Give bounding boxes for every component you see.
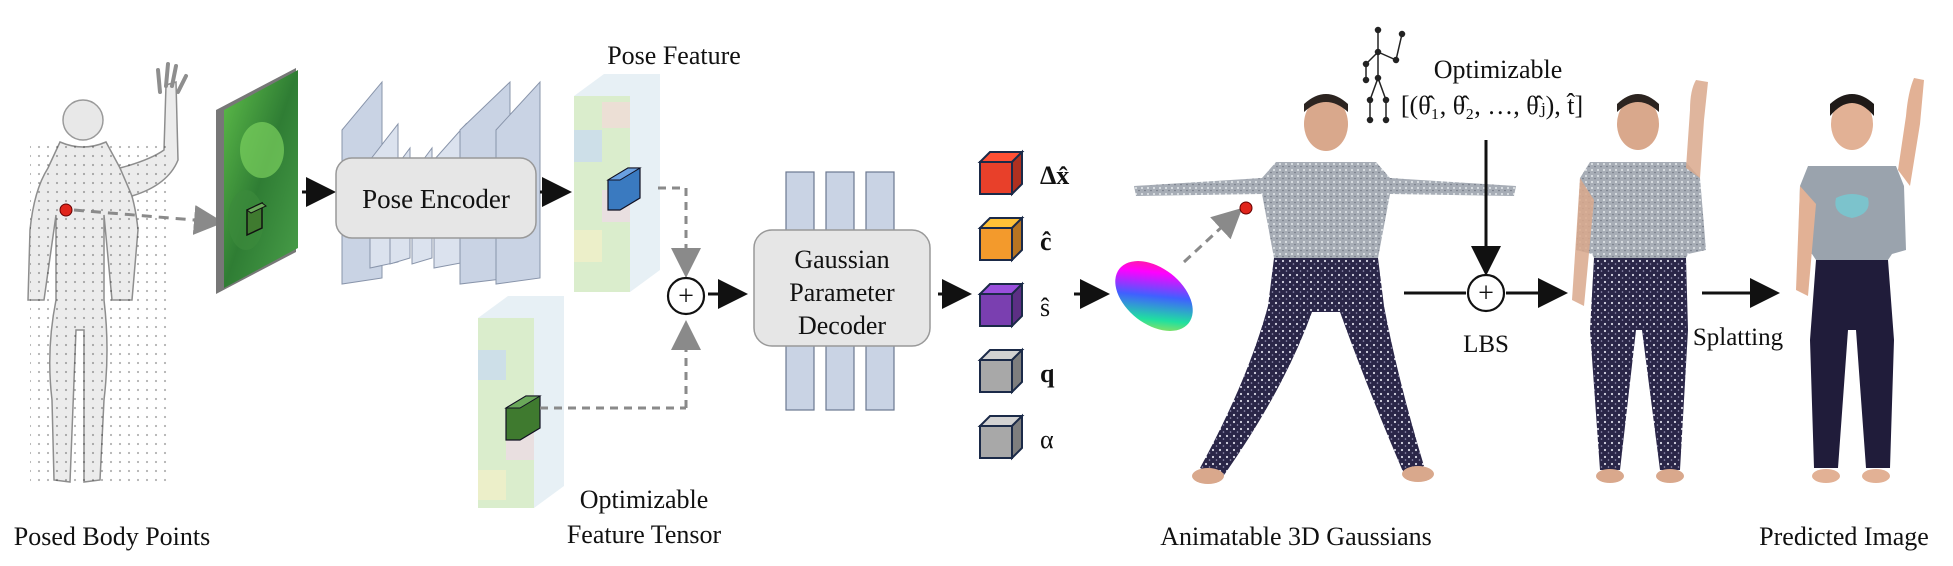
highlight-point: [1239, 201, 1253, 215]
decoder-label-line1: Gaussian: [794, 245, 889, 274]
gaussian-parameter-decoder: Gaussian Parameter Decoder: [753, 171, 931, 411]
animatable-gaussians-label: Animatable 3D Gaussians: [1160, 522, 1432, 551]
parameter-cube-side: [1011, 281, 1023, 329]
lbs-node: +: [1466, 273, 1506, 313]
optimizable-feature-tensor-label-2: Feature Tensor: [567, 520, 722, 549]
parameter-symbol: q: [1040, 359, 1055, 388]
parameter-cube-side: [1011, 413, 1023, 461]
decoder-label-line2: Parameter: [789, 278, 895, 307]
pose-feature-label: Pose Feature: [607, 41, 741, 70]
pose-feature-tensor: [574, 74, 660, 292]
plus-symbol: +: [678, 281, 694, 312]
posed-body-points-label: Posed Body Points: [14, 522, 211, 551]
skeleton-icon: [1362, 26, 1406, 124]
optimizable-feature-tensor-label-1: Optimizable: [580, 485, 709, 514]
gaussian-parameter-item: Δx̂: [977, 149, 1069, 197]
predicted-image-figure: [1796, 78, 1924, 483]
parameter-symbol: ĉ: [1040, 227, 1052, 256]
parameter-cube: [979, 161, 1013, 195]
predicted-image-label: Predicted Image: [1759, 522, 1929, 551]
parameter-cube: [979, 293, 1013, 327]
parameter-cube: [979, 227, 1013, 261]
sum-node: +: [666, 276, 706, 316]
splatting-label: Splatting: [1693, 324, 1784, 351]
decoder-label-line3: Decoder: [798, 311, 886, 340]
gaussian-parameter-item: α: [977, 413, 1054, 461]
dashed-arrow: [73, 205, 224, 235]
posed-body-figure: [27, 62, 188, 485]
optimizable-pose-label: Optimizable: [1434, 55, 1563, 84]
parameter-symbol: Δx̂: [1040, 161, 1069, 190]
feature-map: [216, 68, 298, 294]
pose-encoder: Pose Encoder: [335, 80, 541, 285]
plus-symbol: +: [1478, 278, 1494, 309]
lbs-label: LBS: [1463, 331, 1509, 358]
gaussian-ellipse: [1115, 261, 1193, 331]
parameter-cube: [979, 359, 1013, 393]
gaussian-parameter-list: Δx̂ ĉ ŝ q α: [977, 149, 1069, 461]
pose-params-formula: [(θ̂₁, θ̂₂, …, θ̂ⱼ), t̂]: [1401, 91, 1583, 120]
parameter-cube-side: [1011, 347, 1023, 395]
parameter-symbol: ŝ: [1040, 293, 1050, 322]
parameter-cube: [979, 425, 1013, 459]
gaussian-parameter-item: ŝ: [977, 281, 1050, 329]
pose-encoder-label: Pose Encoder: [362, 184, 510, 214]
parameter-cube-side: [1011, 215, 1023, 263]
posed-gaussians-figure: [1572, 80, 1708, 483]
animatable-gaussians-figure: [1134, 94, 1516, 484]
highlight-point: [59, 203, 73, 217]
gaussian-parameter-item: q: [977, 347, 1055, 395]
parameter-symbol: α: [1040, 425, 1054, 454]
parameter-cube-side: [1011, 149, 1023, 197]
gaussian-parameter-item: ĉ: [977, 215, 1052, 263]
dashed-arrow: [1182, 207, 1243, 264]
optimizable-feature-tensor: [478, 296, 564, 508]
